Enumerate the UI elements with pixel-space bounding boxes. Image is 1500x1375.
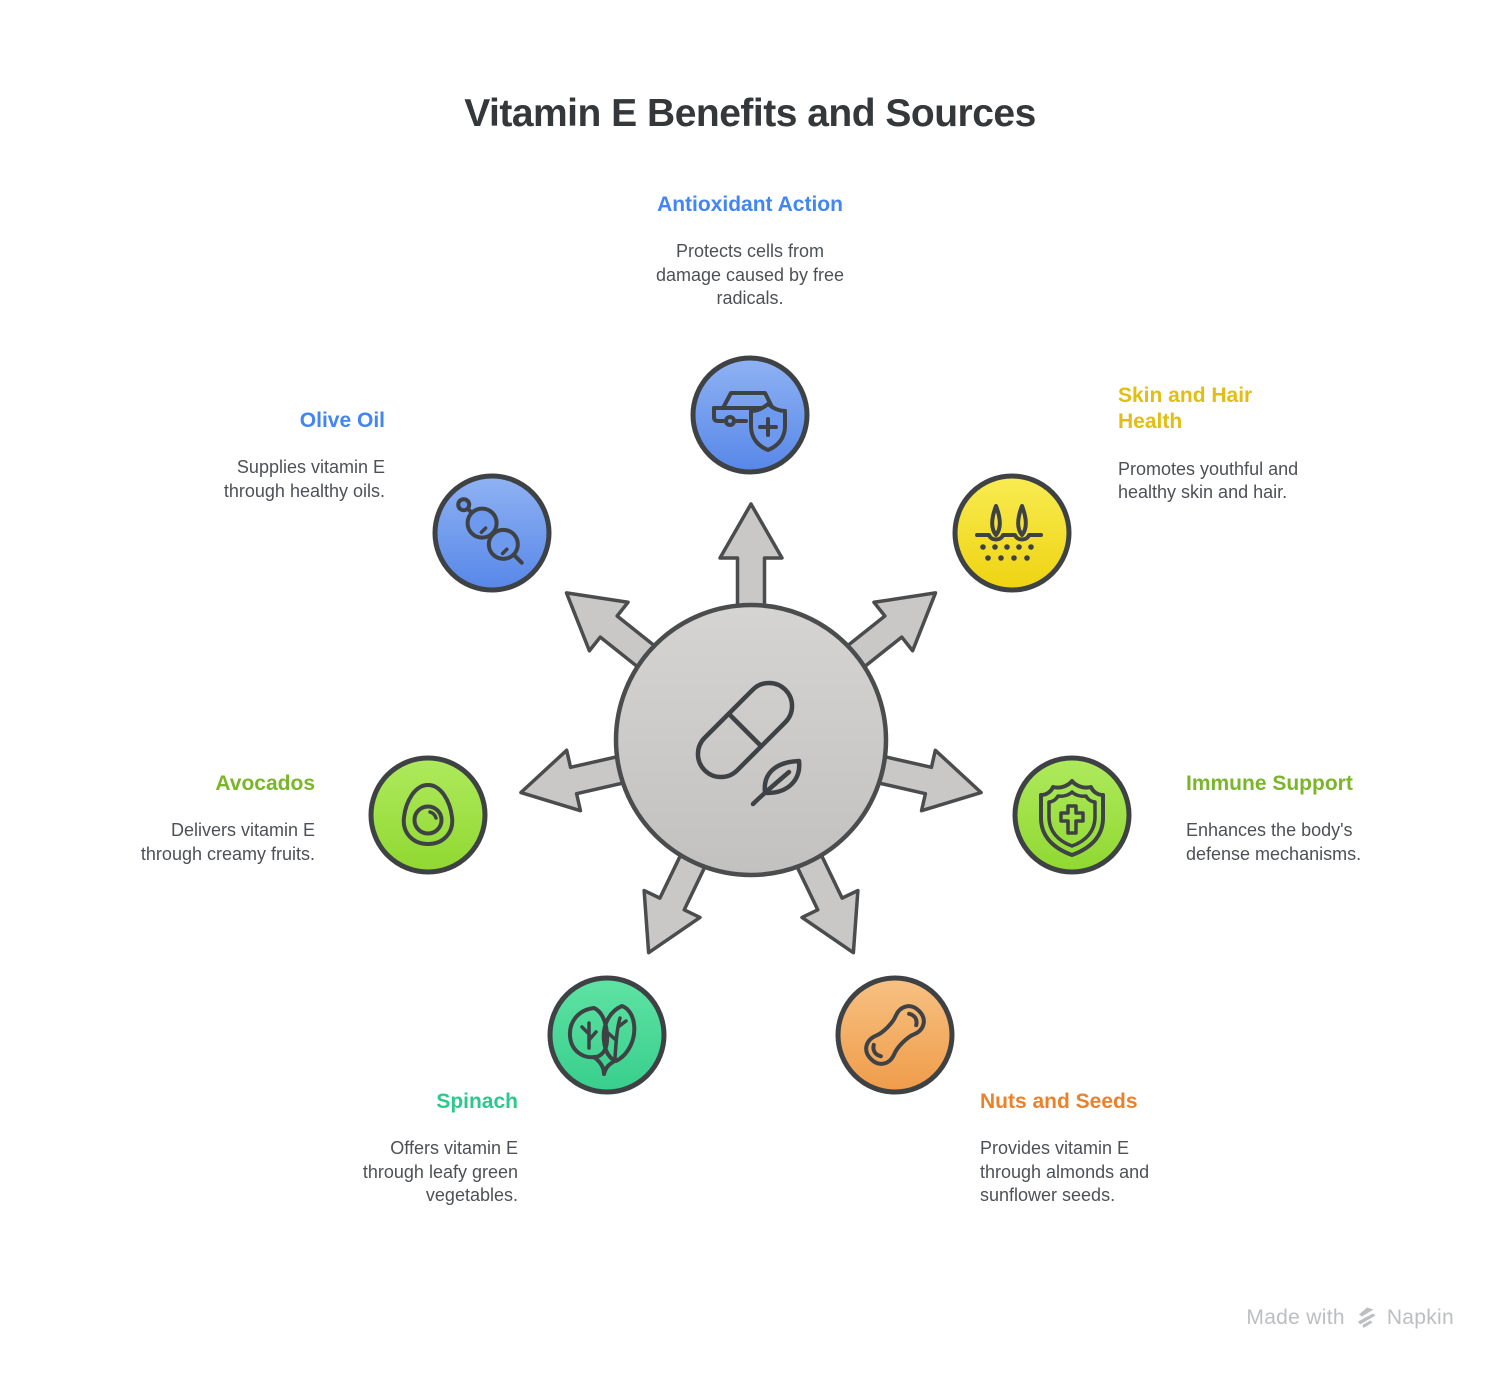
olive-text-block: Olive Oil Supplies vitamin E through hea… <box>105 408 385 503</box>
skin-description: Promotes youthful and healthy skin and h… <box>1118 458 1299 502</box>
immune-node-circle <box>1012 755 1132 875</box>
nuts-node-circle <box>835 975 955 1095</box>
shield-cross-icon <box>1039 779 1105 857</box>
skin-heading: Skin and Hair Health <box>1118 384 1253 434</box>
watermark: Made with Napkin <box>1246 1306 1454 1330</box>
skin-text-block: Skin and Hair Health Promotes youthful a… <box>1118 383 1338 504</box>
hub-circle <box>613 602 889 878</box>
nuts-text-block: Nuts and Seeds Provides vitamin E throug… <box>980 1089 1210 1207</box>
spinach-text-block: Spinach Offers vitamin E through leafy g… <box>298 1089 518 1207</box>
spinach-heading: Spinach <box>436 1090 518 1113</box>
antioxidant-heading: Antioxidant Action <box>657 193 843 216</box>
pill-leaf-icon <box>695 680 802 807</box>
antioxidant-text-block: Antioxidant Action Protects cells from d… <box>620 192 880 310</box>
spinach-description: Offers vitamin E through leafy green veg… <box>362 1138 518 1206</box>
antioxidant-node-circle <box>690 355 810 475</box>
napkin-logo-icon <box>1357 1307 1376 1328</box>
avocado-description: Delivers vitamin E through creamy fruits… <box>140 820 315 864</box>
spinach-node-circle <box>547 975 667 1095</box>
hair-follicle-icon <box>975 504 1043 561</box>
antioxidant-description: Protects cells from damage caused by fre… <box>655 241 845 309</box>
immune-heading: Immune Support <box>1186 772 1353 795</box>
hub-arrows-graphic <box>519 502 983 955</box>
olive-node-circle <box>432 473 552 593</box>
car-shield-icon <box>712 391 787 452</box>
skin-node-circle <box>952 473 1072 593</box>
olive-description: Supplies vitamin E through healthy oils. <box>223 457 385 501</box>
avocado-node-circle <box>368 755 488 875</box>
olive-heading: Olive Oil <box>299 409 385 432</box>
nuts-heading: Nuts and Seeds <box>980 1090 1138 1113</box>
immune-text-block: Immune Support Enhances the body's defen… <box>1186 771 1406 866</box>
watermark-brand: Napkin <box>1386 1306 1454 1329</box>
nuts-description: Provides vitamin E through almonds and s… <box>980 1138 1150 1206</box>
spinach-leaves-icon <box>567 1004 637 1076</box>
avocado-text-block: Avocados Delivers vitamin E through crea… <box>95 771 315 866</box>
immune-description: Enhances the body's defense mechanisms. <box>1186 820 1362 864</box>
olive-skewer-icon <box>456 497 524 565</box>
avocado-heading: Avocados <box>215 772 315 795</box>
page-title: Vitamin E Benefits and Sources <box>464 92 1036 135</box>
peanut-icon <box>864 1004 926 1066</box>
watermark-prefix: Made with <box>1246 1306 1345 1329</box>
avocado-icon <box>401 783 455 846</box>
